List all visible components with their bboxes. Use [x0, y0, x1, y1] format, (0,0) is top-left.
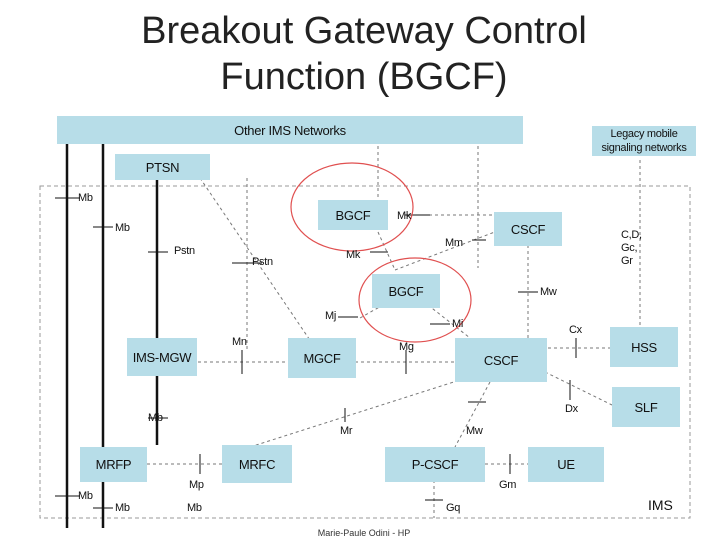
- interface-label-mj: Mj: [325, 310, 337, 322]
- interface-label-gq: Gq: [446, 502, 461, 514]
- mrfc-box: MRFC: [222, 445, 292, 483]
- interface-label-mb: Mb: [187, 502, 202, 514]
- interface-label-mb: Mb: [78, 490, 93, 502]
- page-title: Breakout Gateway Control Function (BGCF): [0, 8, 728, 100]
- link-mm: [394, 229, 501, 271]
- interface-label-mw: Mw: [466, 425, 483, 437]
- other-ims-networks-box: Other IMS Networks: [57, 116, 523, 144]
- ue-box: UE: [528, 447, 604, 482]
- hss-box: HSS: [610, 327, 678, 367]
- interface-label-mn: Mn: [232, 336, 247, 348]
- interface-label-mb: Mb: [148, 412, 163, 424]
- ims-domain-boundary: [39, 185, 691, 519]
- bgcf-top-box: BGCF: [318, 200, 388, 230]
- interface-label-mm: Mm: [445, 237, 463, 249]
- interface-label-dx: Dx: [565, 403, 578, 415]
- title-line-2: Function (BGCF): [220, 56, 508, 98]
- pcscf-box: P-CSCF: [385, 447, 485, 482]
- interface-label-mk: Mk: [397, 210, 412, 222]
- mgcf-box: MGCF: [288, 338, 356, 378]
- title-line-1: Breakout Gateway Control: [141, 10, 587, 52]
- interface-label-mb: Mb: [115, 502, 130, 514]
- interface-label-mi: Mi: [452, 318, 464, 330]
- interface-label-mg: Mg: [399, 341, 414, 353]
- cscf-top-box: CSCF: [494, 212, 562, 246]
- interface-label-mb: Mb: [78, 192, 93, 204]
- link-mrfc-cscf: [249, 379, 461, 448]
- mrfp-box: MRFP: [80, 447, 147, 482]
- link-mj: [359, 304, 384, 319]
- link-ptsn-mgcf: [199, 177, 319, 353]
- interface-label-mp: Mp: [189, 479, 204, 491]
- slf-box: SLF: [612, 387, 680, 427]
- footer-credit: Marie-Paule Odini - HP: [317, 528, 411, 538]
- ims-domain-label: IMS: [648, 497, 673, 513]
- bgcf-mid-box: BGCF: [372, 274, 440, 308]
- cscf-mid-box: CSCF: [455, 338, 547, 382]
- link-bgcf-bgcf: [377, 231, 396, 271]
- link-mi: [427, 304, 471, 339]
- ptsn-box: PTSN: [115, 154, 210, 180]
- interface-label-cx: Cx: [569, 324, 582, 336]
- interface-label-gm: Gm: [499, 479, 517, 491]
- interface-label-mr: Mr: [340, 425, 353, 437]
- legacy-mobile-networks-box: Legacy mobile signaling networks: [592, 126, 696, 156]
- interface-label-pstn: Pstn: [252, 256, 273, 268]
- interface-label-mw: Mw: [540, 286, 557, 298]
- highlight-circle-bgcf-top: [290, 162, 414, 252]
- interface-label-pstn: Pstn: [174, 245, 195, 257]
- interface-label-mb: Mb: [115, 222, 130, 234]
- interface-label-mk: Mk: [346, 249, 361, 261]
- ims-mgw-box: IMS-MGW: [127, 338, 197, 376]
- highlight-circle-bgcf-mid: [358, 257, 472, 343]
- link-cscf-slf: [544, 371, 613, 406]
- interface-label-cdgcgr: C,D, Gc, Gr: [621, 229, 642, 267]
- link-cscf-pcscf: [454, 381, 491, 448]
